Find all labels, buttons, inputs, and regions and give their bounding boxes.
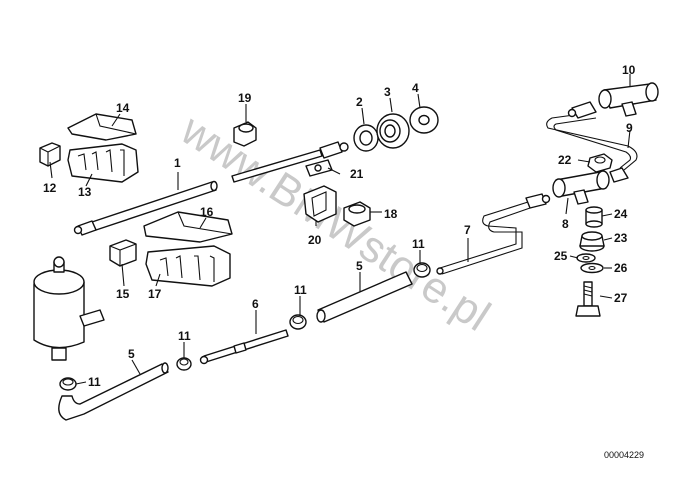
part-25-washer	[576, 253, 596, 263]
part-1-line	[73, 180, 218, 236]
part-14-cover	[67, 113, 137, 141]
callout-3: 3	[384, 85, 391, 99]
fuel-filter	[33, 256, 105, 361]
part-11-clamp-d	[413, 262, 431, 278]
callout-27: 27	[614, 291, 628, 305]
part-11-clamp-c	[289, 314, 307, 330]
part-19-grommet	[233, 121, 257, 147]
callout-15: 15	[116, 287, 130, 301]
part-5-hose-upper	[316, 271, 413, 323]
part-23-mount	[579, 231, 605, 252]
part-27-bolt	[575, 281, 601, 317]
callout-11-b: 11	[178, 329, 191, 343]
callout-6: 6	[252, 297, 259, 311]
part-6-pipe	[199, 329, 289, 365]
part-17-holder	[145, 245, 231, 287]
callout-5-lower: 5	[128, 347, 135, 361]
callout-24: 24	[614, 207, 628, 221]
part-upper-line	[231, 141, 349, 183]
callout-1: 1	[174, 156, 181, 170]
callout-19: 19	[238, 91, 252, 105]
callout-21: 21	[350, 167, 364, 181]
callout-2: 2	[356, 95, 363, 109]
part-5-hose-lower	[58, 362, 169, 421]
callout-12: 12	[43, 181, 57, 195]
callout-18: 18	[384, 207, 398, 221]
callout-8: 8	[562, 217, 569, 231]
callout-7: 7	[464, 223, 471, 237]
drawing-reference: 00004229	[604, 450, 644, 460]
callout-16: 16	[200, 205, 214, 219]
callout-10: 10	[622, 63, 636, 77]
callout-25: 25	[554, 249, 568, 263]
part-12-block	[39, 142, 61, 167]
part-9-pipe	[546, 101, 638, 183]
part-26-washer	[580, 262, 604, 274]
part-22-nut	[587, 153, 613, 173]
callout-26: 26	[614, 261, 628, 275]
callout-17: 17	[148, 287, 162, 301]
callout-4: 4	[412, 81, 419, 95]
callout-13: 13	[78, 185, 92, 199]
part-15-block	[109, 239, 137, 267]
callout-14: 14	[116, 101, 130, 115]
part-18-grommet	[343, 201, 371, 227]
part-16-cover	[143, 211, 233, 243]
part-24-bush	[585, 206, 603, 228]
part-20-clip	[303, 185, 337, 223]
callout-11-a: 11	[88, 375, 101, 389]
part-11-clamp-b	[176, 357, 192, 371]
callout-11-d: 11	[412, 237, 425, 251]
callout-9: 9	[626, 121, 633, 135]
part-3-grommet	[376, 113, 410, 149]
part-2-ring	[353, 124, 379, 152]
part-8-damper	[552, 170, 610, 205]
callout-11-c: 11	[294, 283, 307, 297]
leader-lines	[49, 74, 631, 385]
callout-23: 23	[614, 231, 628, 245]
part-11-clamp-a	[59, 377, 77, 391]
part-4-washer	[409, 106, 439, 134]
callout-20: 20	[308, 233, 322, 247]
callouts: 1 2 3 4 5 5 6 7 8 9 10 11 11 11 11 12 13…	[43, 63, 636, 389]
part-10-damper	[598, 82, 659, 117]
callout-5-upper: 5	[356, 259, 363, 273]
callout-22: 22	[558, 153, 572, 167]
part-7-pipe	[436, 193, 551, 275]
part-13-holder	[67, 143, 139, 183]
